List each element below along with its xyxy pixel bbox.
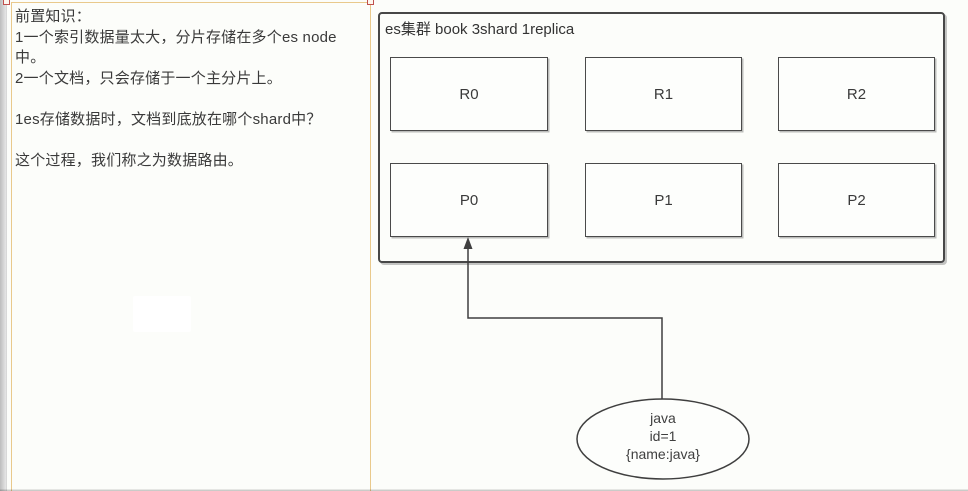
note-line: 前置知识：	[15, 8, 92, 25]
replica-shard-r1: R1	[585, 57, 742, 131]
notes-textbox[interactable]: 前置知识： 1一个索引数据量太大，分片存储在多个es node 中。 2一个文档…	[11, 2, 371, 491]
primary-shard-p2: P2	[778, 163, 935, 237]
eraser-smudge	[133, 296, 191, 332]
replica-shard-r0: R0	[390, 57, 548, 131]
note-line	[15, 130, 368, 151]
document-id: id=1	[649, 428, 677, 444]
selection-handle-top-right[interactable]	[367, 0, 374, 5]
document-name: java	[650, 410, 676, 426]
primary-shard-p0: P0	[390, 163, 548, 237]
note-line: 中。	[15, 49, 46, 66]
selection-handle-top-left[interactable]	[3, 0, 10, 5]
window-bottom-edge	[0, 489, 968, 491]
note-line: 2一个文档，只会存储于一个主分片上。	[15, 69, 282, 87]
routing-arrow-line	[467, 247, 663, 400]
note-line	[15, 89, 368, 110]
es-cluster-box: es集群 book 3shard 1replica R0 R1 R2 P0 P1…	[378, 12, 945, 263]
document-body: {name:java}	[626, 446, 700, 462]
replica-shard-r2: R2	[778, 57, 935, 131]
note-line: 1一个索引数据量太大，分片存储在多个es node	[15, 28, 337, 46]
window-left-edge	[0, 0, 7, 491]
note-line: 1es存储数据时，文档到底放在哪个shard中？	[15, 110, 322, 128]
note-line: 这个过程，我们称之为数据路由。	[15, 151, 244, 169]
primary-shard-p1: P1	[585, 163, 742, 237]
notes-text: 前置知识： 1一个索引数据量太大，分片存储在多个es node 中。 2一个文档…	[12, 3, 370, 171]
cluster-title: es集群 book 3shard 1replica	[385, 21, 575, 38]
document-label: java id=1 {name:java}	[577, 409, 749, 463]
